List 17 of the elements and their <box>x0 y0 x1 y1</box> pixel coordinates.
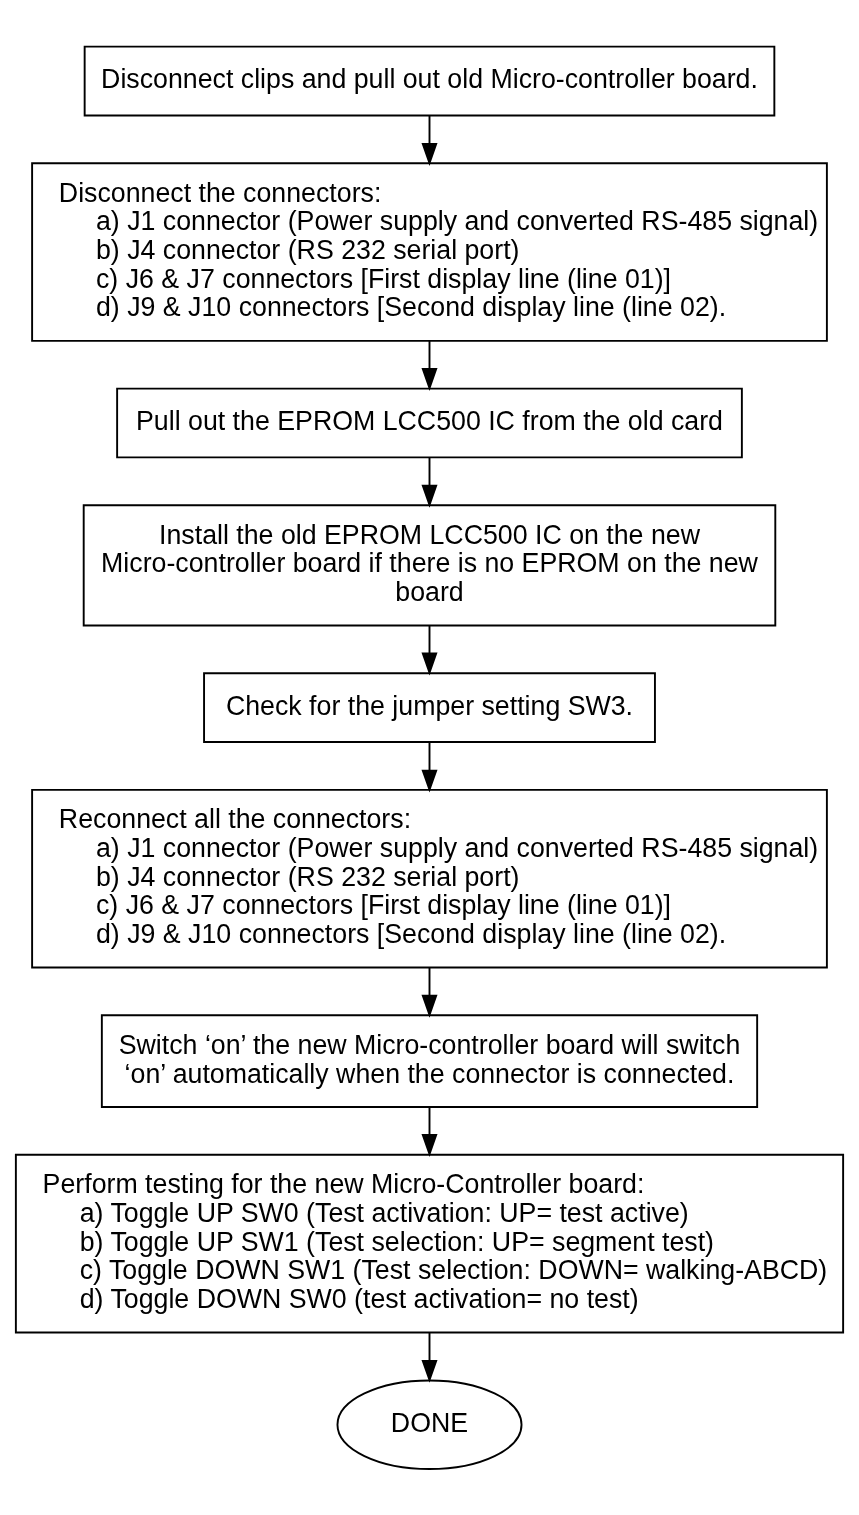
node-box: Disconnect clips and pull out old Micro-controller board. <box>83 45 776 116</box>
arrow <box>421 1105 438 1157</box>
arrow <box>421 966 438 1018</box>
arrow <box>421 456 438 508</box>
arrow <box>421 114 438 166</box>
node-box: Install the old EPROM LCC500 IC on the new Micro-controller board if there is no EPROM on the new board <box>82 503 777 626</box>
arrow <box>421 339 438 391</box>
arrow <box>421 624 438 675</box>
node-box: Pull out the EPROM LCC500 IC from the old card <box>116 387 743 458</box>
arrow <box>421 1331 438 1383</box>
arrow <box>421 741 438 793</box>
node-box: Perform testing for the new Micro-Controller board: a) Toggle UP SW0 (Test activation: UP= test active) b) Toggle UP SW1 (Test selection: UP= segment test) c) Toggle DOWN SW1 (Test selection: DOWN= walking-ABCD) d) Toggle DOWN SW0 (test activation= no test) <box>14 1153 845 1333</box>
node-box: Disconnect the connectors: a) J1 connector (Power supply and converted RS-485 signal) b) J4 connector (RS 232 serial port) c) J6 & J7 connectors [First display line (line 01)] d) J9 & J10 connectors [Second display line (line 02). <box>31 161 828 342</box>
node-box: Reconnect all the connectors: a) J1 connector (Power supply and converted RS-485 signal) b) J4 connector (RS 232 serial port) c) J6 & J7 connectors [First display line (line 01)] d) J9 & J10 connectors [Second display line (line 02). <box>31 788 828 968</box>
node-box: Check for the jumper setting SW3. <box>203 671 656 743</box>
node-ellipse: DONE <box>336 1379 523 1470</box>
node-box: Switch ‘on’ the new Micro-controller board will switch ‘on’ automatically when the connector is connected. <box>100 1013 759 1108</box>
